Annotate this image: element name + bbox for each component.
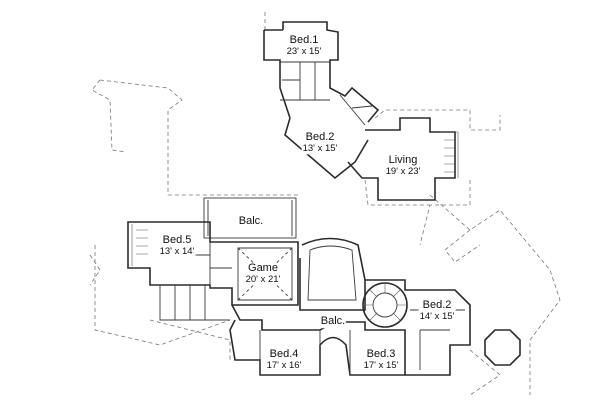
room-bed1-label: Bed.1 23' x 15' — [287, 35, 322, 57]
room-living-label: Living 19' x 23' — [386, 155, 421, 177]
room-bed2-upper-dims: 13' x 15' — [302, 142, 338, 154]
room-bed3-dims: 17' x 15' — [363, 359, 399, 371]
room-bed2-lower-dims: 14' x 15' — [419, 310, 455, 322]
room-living-name: Living — [388, 154, 418, 167]
room-game-name: Game — [248, 262, 278, 275]
room-balc-top-label: Balc. — [239, 216, 263, 228]
room-game-label: Game 20' x 21' — [244, 262, 282, 285]
room-balc-top-name: Balc. — [238, 215, 264, 228]
room-bed2-upper-name: Bed.2 — [305, 131, 335, 144]
room-game-dims: 20' x 21' — [245, 273, 281, 285]
room-bed4-name: Bed.4 — [269, 348, 299, 361]
room-bed2-lower-label: Bed.2 14' x 15' — [418, 299, 456, 322]
room-bed5-label: Bed.5 13' x 14' — [158, 234, 196, 257]
room-bed1-name: Bed.1 — [289, 34, 319, 47]
upper-wing-walls — [263, 21, 459, 201]
room-bed1-dims: 23' x 15' — [286, 45, 322, 57]
room-balc-bottom-label: Balc. — [319, 315, 347, 328]
dashed-outline-lines — [89, 12, 561, 396]
room-balc-bottom-name: Balc. — [320, 315, 346, 328]
room-bed5-dims: 13' x 14' — [159, 245, 195, 257]
room-bed4-dims: 17' x 16' — [266, 359, 302, 371]
room-bed3-name: Bed.3 — [366, 348, 396, 361]
room-bed2-upper-label: Bed.2 13' x 15' — [301, 131, 339, 154]
room-bed3-label: Bed.3 17' x 15' — [362, 348, 400, 371]
room-living-dims: 19' x 23' — [385, 165, 421, 177]
room-bed5-name: Bed.5 — [162, 234, 192, 247]
room-bed4-label: Bed.4 17' x 16' — [265, 348, 303, 371]
room-bed2-lower-name: Bed.2 — [422, 299, 452, 312]
lower-floor-walls — [127, 197, 521, 376]
